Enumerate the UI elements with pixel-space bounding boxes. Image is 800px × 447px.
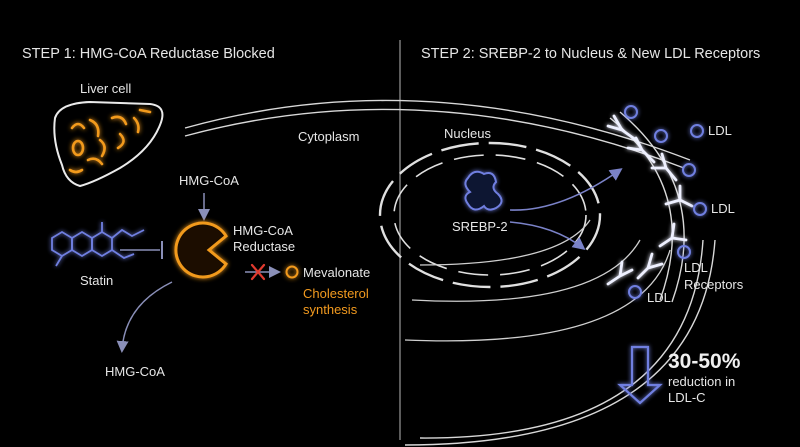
nucleus-envelope	[378, 141, 602, 289]
srebp2-arrow-lower	[509, 221, 586, 250]
ldl-receptors-label-line1: LDL	[684, 260, 708, 275]
statin-molecule-icon	[51, 222, 145, 267]
srebp2-arrow-upper	[509, 168, 623, 211]
hmg-coa-reductase-enzyme	[174, 221, 228, 279]
ldl-particles	[624, 105, 707, 299]
ldl-label-1: LDL	[708, 123, 732, 138]
cytoplasm-arcs	[404, 219, 671, 342]
ldl-reduction-percent: 30-50%	[668, 350, 741, 373]
ldl-reduction-line1: reduction in	[668, 374, 735, 389]
liver-cell-label: Liver cell	[80, 81, 131, 96]
ldl-label-2: LDL	[711, 201, 735, 216]
hmg-coa-accumulated-label: HMG-CoA	[105, 364, 165, 379]
cholesterol-synthesis-line2: synthesis	[303, 302, 358, 317]
down-arrow-icon	[617, 345, 663, 405]
hmg-coa-substrate-label: HMG-CoA	[179, 173, 239, 188]
statin-label: Statin	[80, 273, 113, 288]
mevalonate-dot	[285, 265, 299, 279]
srebp2-label: SREBP-2	[452, 219, 508, 234]
ldl-reduction-line2: LDL-C	[668, 390, 706, 405]
ldl-receptors	[606, 114, 694, 286]
mevalonate-label: Mevalonate	[303, 265, 370, 280]
step2-title: STEP 2: SREBP-2 to Nucleus & New LDL Rec…	[421, 46, 760, 62]
blocked-x-icon	[250, 263, 266, 281]
cholesterol-synthesis-line1: Cholesterol	[303, 286, 369, 301]
cytoplasm-label: Cytoplasm	[298, 129, 359, 144]
reductase-label-line1: HMG-CoA	[233, 223, 293, 238]
reductase-label-line2: Reductase	[233, 239, 295, 254]
ldl-label-3: LDL	[647, 290, 671, 305]
ldl-receptors-label-line2: Receptors	[684, 277, 744, 292]
accumulation-arrow	[116, 281, 173, 353]
srebp2-protein-icon	[464, 170, 503, 211]
liver-icon	[53, 100, 164, 188]
nucleus-label: Nucleus	[444, 126, 491, 141]
step1-title: STEP 1: HMG-CoA Reductase Blocked	[22, 46, 275, 62]
